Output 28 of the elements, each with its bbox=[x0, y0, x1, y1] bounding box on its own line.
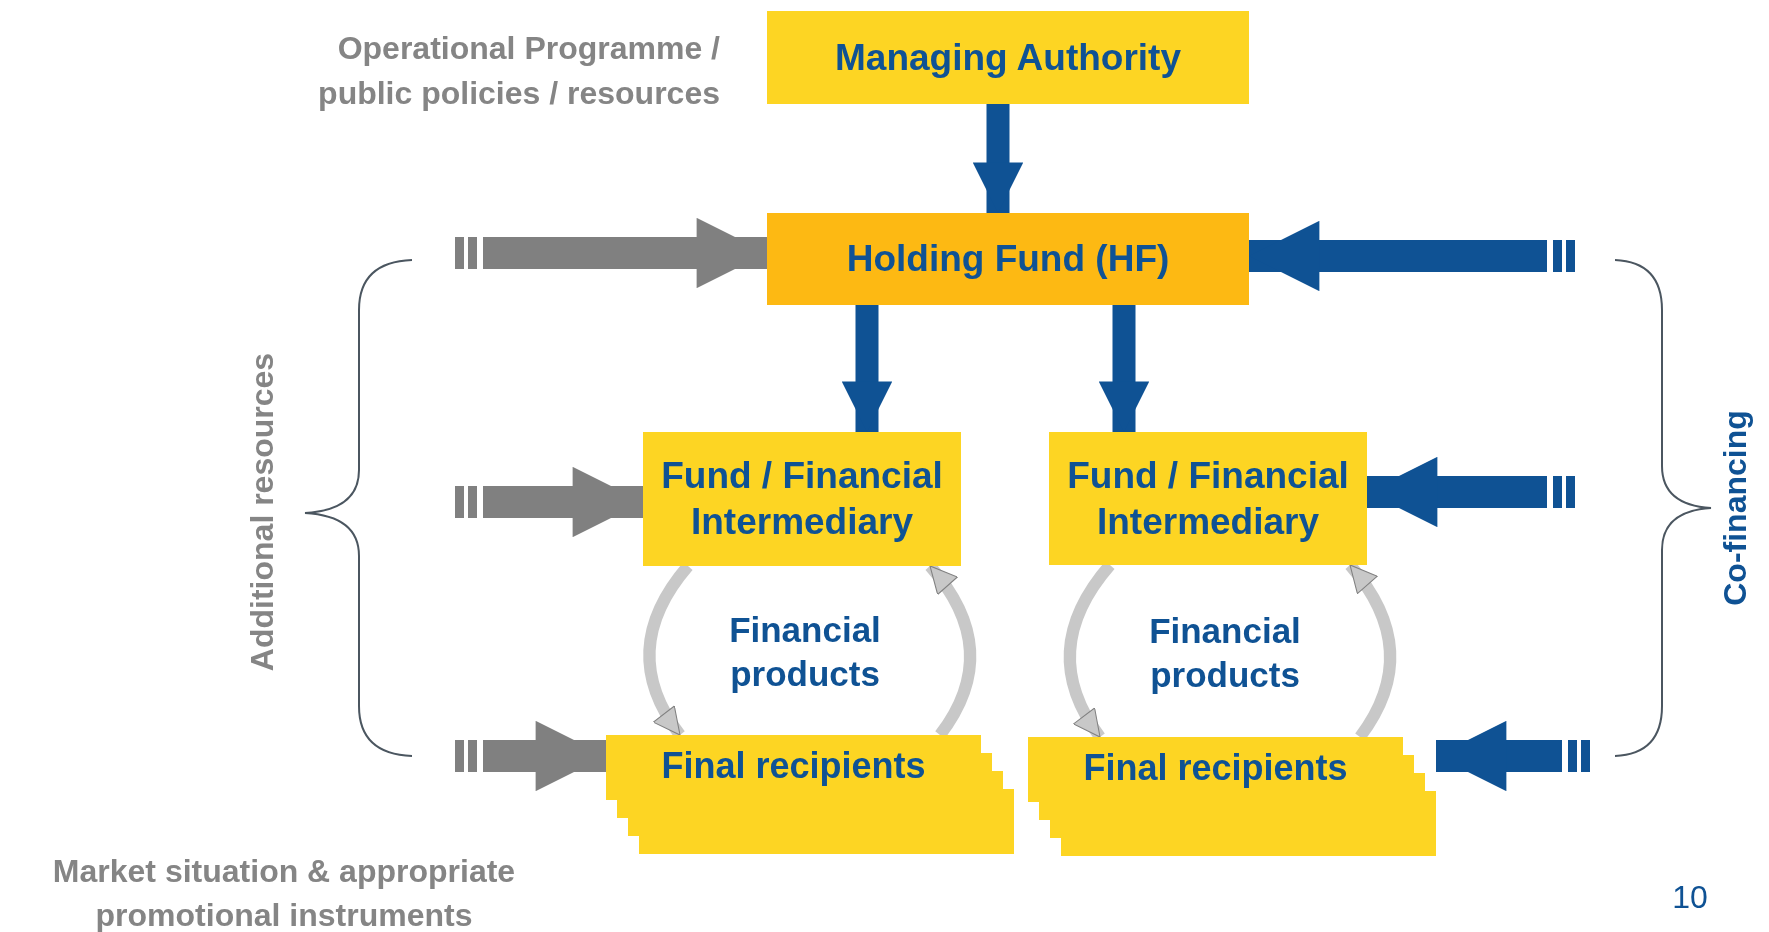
block-arrow bbox=[1098, 305, 1150, 432]
note-text: Financial products bbox=[1148, 610, 1302, 696]
block-arrow bbox=[972, 104, 1024, 213]
process-box bbox=[1049, 432, 1367, 565]
block-arrow bbox=[1249, 220, 1547, 292]
side-label: Co-financing bbox=[1716, 410, 1754, 606]
block-arrow bbox=[483, 466, 643, 538]
side-label: Additional resources bbox=[243, 352, 281, 672]
block-arrow bbox=[483, 217, 767, 289]
block-arrow bbox=[1367, 456, 1547, 528]
note-text: Operational Programme / public policies / resources bbox=[317, 29, 720, 113]
note-text: Market situation & appropriate promotional instruments bbox=[51, 852, 517, 932]
stacked-cards bbox=[1028, 737, 1436, 856]
process-box bbox=[767, 213, 1249, 305]
process-box bbox=[767, 11, 1249, 104]
node-label: Managing Authority bbox=[835, 35, 1181, 80]
process-box bbox=[643, 432, 961, 566]
node-label: Fund / Financial Intermediary bbox=[660, 454, 944, 544]
block-arrow bbox=[841, 305, 893, 432]
node-label: Final recipients bbox=[1083, 746, 1348, 789]
note-text: Financial products bbox=[728, 609, 882, 695]
stacked-cards bbox=[606, 735, 1014, 854]
node-label: Holding Fund (HF) bbox=[846, 237, 1170, 281]
block-arrow bbox=[483, 720, 606, 792]
page-number: 10 bbox=[1671, 878, 1709, 917]
node-label: Final recipients bbox=[661, 744, 926, 787]
block-arrow bbox=[1436, 720, 1562, 792]
node-label: Fund / Financial Intermediary bbox=[1066, 453, 1350, 544]
